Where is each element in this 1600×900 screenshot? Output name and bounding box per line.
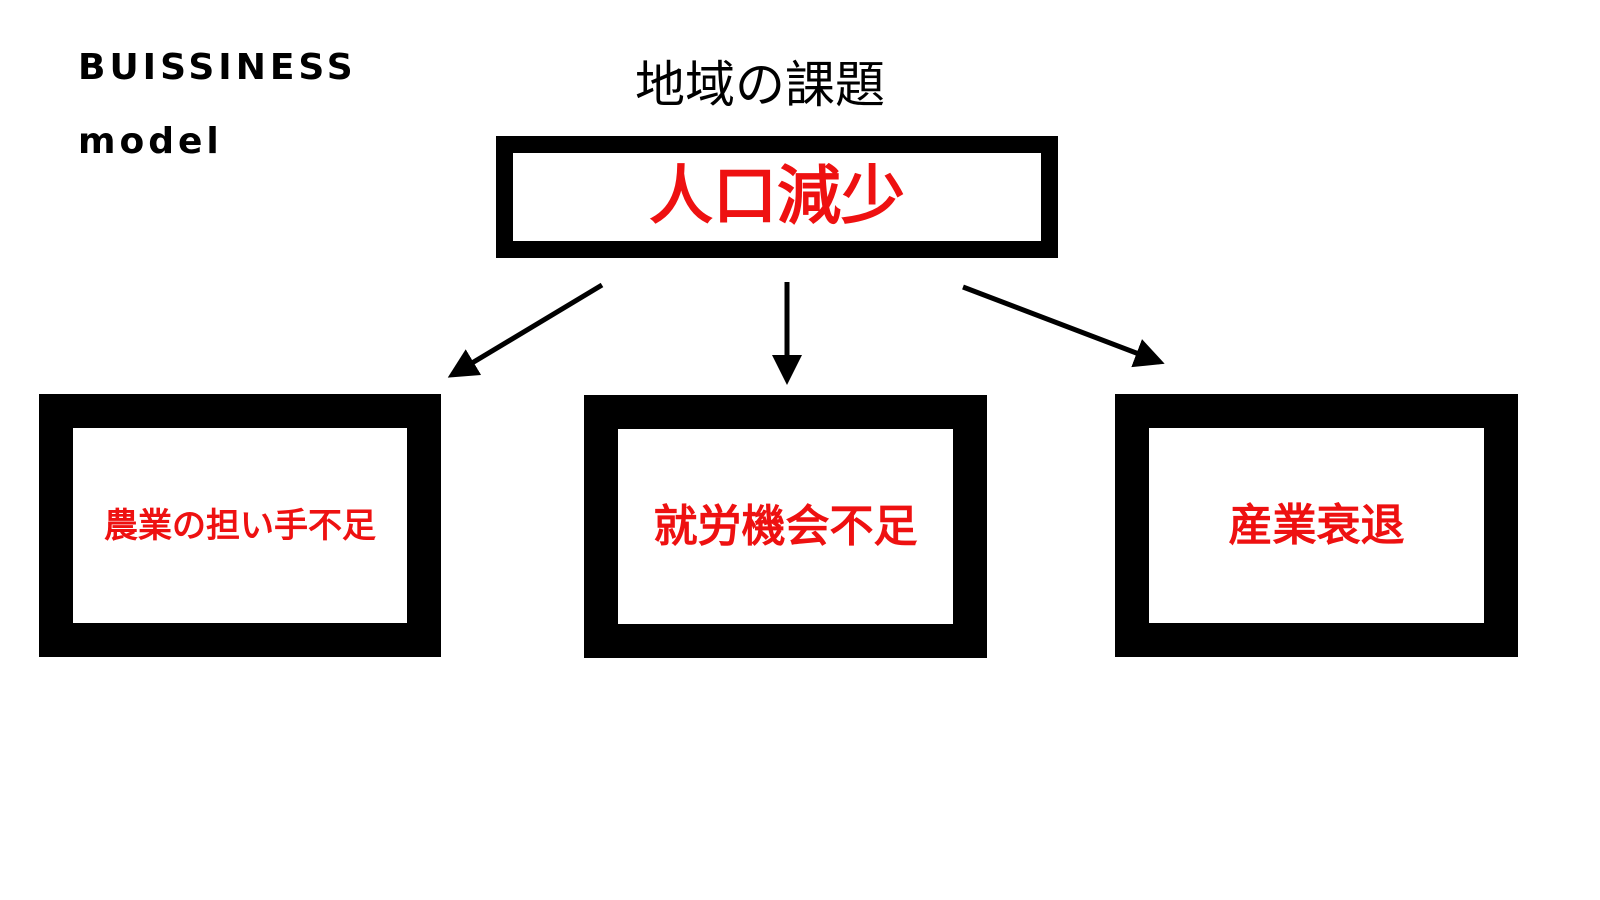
child-node-box-3: 産業衰退: [1115, 394, 1518, 657]
arrow-to-left-node: [447, 282, 604, 378]
brand-title: BUISSINESS: [78, 47, 357, 88]
child-node-label-1: 農業の担い手不足: [104, 505, 376, 546]
child-node-label-2: 就労機会不足: [653, 500, 918, 552]
root-node-label: 人口減少: [649, 160, 905, 234]
diagram-title: 地域の課題: [635, 56, 885, 114]
child-node-label-3: 産業衰退: [1228, 499, 1405, 551]
child-node-box-1: 農業の担い手不足: [39, 394, 441, 657]
arrow-to-right-node: [962, 284, 1165, 368]
brand-subtitle: model: [78, 121, 223, 162]
child-node-box-2: 就労機会不足: [584, 395, 987, 658]
root-node-box: 人口減少: [496, 136, 1058, 258]
